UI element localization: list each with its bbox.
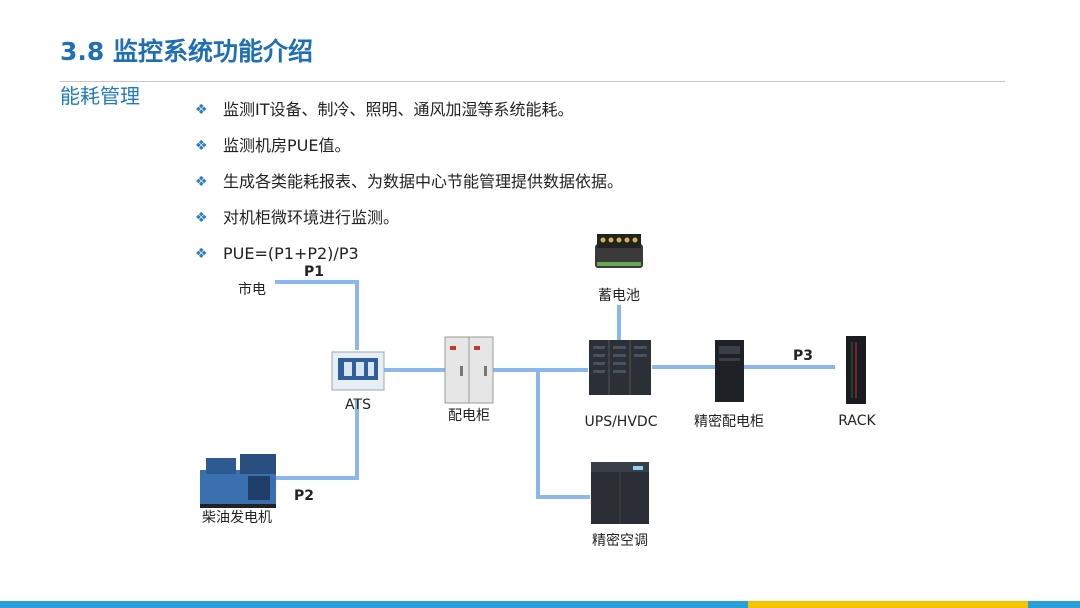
diamond-bullet-icon: ❖ xyxy=(195,102,208,118)
rack-icon xyxy=(846,336,866,404)
diamond-bullet-icon: ❖ xyxy=(195,246,208,262)
bullet-item: ❖PUE=(P1+P2)/P3 xyxy=(195,242,623,278)
label-ups-hvdc: UPS/HVDC xyxy=(585,414,658,430)
label-precision-distribution: 精密配电柜 xyxy=(694,413,764,430)
label-mains: 市电 xyxy=(238,281,266,298)
label-p1: P1 xyxy=(304,264,324,280)
precision-ac-icon xyxy=(591,462,649,524)
line-generator-ats xyxy=(275,400,359,480)
bullet-item: ❖生成各类能耗报表、为数据中心节能管理提供数据依据。 xyxy=(195,170,623,206)
label-p3: P3 xyxy=(793,348,813,364)
distribution-cabinet-icon xyxy=(444,336,494,404)
diamond-bullet-icon: ❖ xyxy=(195,210,208,226)
bullet-item: ❖监测机房PUE值。 xyxy=(195,134,623,170)
label-ats: ATS xyxy=(345,397,371,413)
label-generator: 柴油发电机 xyxy=(202,510,272,526)
bullet-list: ❖监测IT设备、制冷、照明、通风加湿等系统能耗。 ❖监测机房PUE值。 ❖生成各… xyxy=(195,98,623,278)
ups-hvdc-icon xyxy=(589,340,651,395)
label-distribution-cabinet: 配电柜 xyxy=(448,408,490,424)
footer-bar-yellow xyxy=(748,601,1028,608)
ats-switch-icon xyxy=(331,351,385,391)
section-subtitle: 能耗管理 xyxy=(60,84,140,108)
diamond-bullet-icon: ❖ xyxy=(195,138,208,154)
slide-title: 3.8 监控系统功能介绍 xyxy=(60,37,313,66)
connection-lines xyxy=(275,280,835,499)
label-rack: RACK xyxy=(838,413,876,429)
footer-bar-blue-end xyxy=(1028,601,1080,608)
title-divider xyxy=(60,81,1005,82)
label-p2: P2 xyxy=(294,488,314,504)
line-bus-ac xyxy=(536,370,590,499)
diamond-bullet-icon: ❖ xyxy=(195,174,208,190)
bullet-item: ❖监测IT设备、制冷、照明、通风加湿等系统能耗。 xyxy=(195,98,623,134)
label-precision-ac: 精密空调 xyxy=(592,532,648,549)
bullet-item: ❖对机柜微环境进行监测。 xyxy=(195,206,623,242)
label-battery: 蓄电池 xyxy=(598,288,640,304)
footer-bar-blue xyxy=(0,601,748,608)
diesel-generator-icon xyxy=(200,454,276,508)
precision-distribution-cabinet-icon xyxy=(715,340,744,402)
line-mains-ats xyxy=(275,280,359,350)
battery-icon xyxy=(595,234,643,268)
